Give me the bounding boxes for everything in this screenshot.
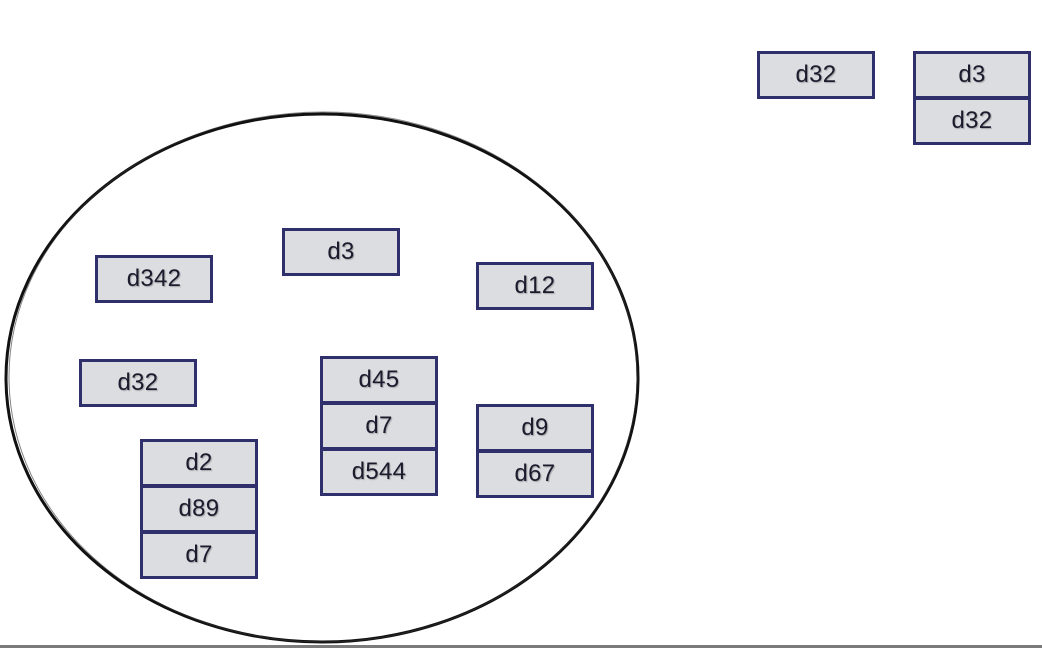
inside-box-d3: d3 [282, 228, 400, 276]
inside-box-d342: d342 [95, 255, 213, 303]
inside-box-d32: d32 [79, 359, 197, 407]
outside-stack: d3 d32 [913, 51, 1031, 145]
data-box: d32 [913, 97, 1031, 145]
data-box: d544 [320, 448, 438, 496]
inside-stack-c: d2 d89 d7 [140, 439, 258, 579]
set-ellipse-sketch-stroke [8, 111, 638, 643]
data-box: d7 [320, 402, 438, 450]
data-box: d12 [476, 262, 594, 310]
bottom-divider-line [0, 645, 1042, 648]
inside-box-d12: d12 [476, 262, 594, 310]
data-box: d45 [320, 356, 438, 404]
data-box: d32 [757, 51, 875, 99]
data-box: d7 [140, 531, 258, 579]
data-box: d9 [476, 404, 594, 452]
inside-stack-b: d9 d67 [476, 404, 594, 498]
outside-single-box: d32 [757, 51, 875, 99]
data-box: d32 [79, 359, 197, 407]
data-box: d67 [476, 450, 594, 498]
data-box: d3 [282, 228, 400, 276]
data-box: d3 [913, 51, 1031, 99]
data-box: d342 [95, 255, 213, 303]
inside-stack-a: d45 d7 d544 [320, 356, 438, 496]
data-box: d2 [140, 439, 258, 487]
data-box: d89 [140, 485, 258, 533]
